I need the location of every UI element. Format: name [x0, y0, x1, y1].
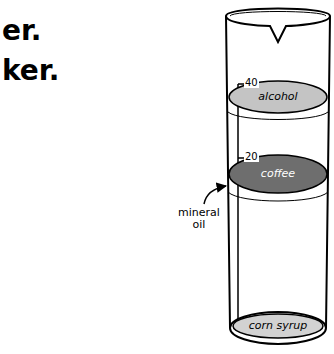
layer-label: coffee	[261, 168, 295, 180]
heading-fragment: er.	[2, 16, 41, 47]
leader-arrow	[204, 186, 226, 204]
beaker-bottom	[230, 312, 326, 344]
beaker-wall	[226, 16, 330, 328]
measuring-line	[238, 84, 262, 330]
scale-number: 40	[244, 77, 259, 88]
corn-syrup-layer: corn syrup	[232, 313, 324, 339]
layer-disc	[233, 314, 323, 338]
layer-label: alcohol	[258, 91, 297, 103]
rim-inner	[230, 12, 326, 17]
alcohol-layer: alcohol	[228, 80, 328, 114]
beaker-rim	[226, 9, 330, 43]
callout-label: mineral oil	[176, 207, 222, 231]
layer-label: corn syrup	[249, 320, 308, 332]
heading-fragment: ker.	[2, 56, 59, 87]
coffee-layer: coffee	[228, 154, 328, 194]
scale-number: 20	[244, 151, 259, 162]
